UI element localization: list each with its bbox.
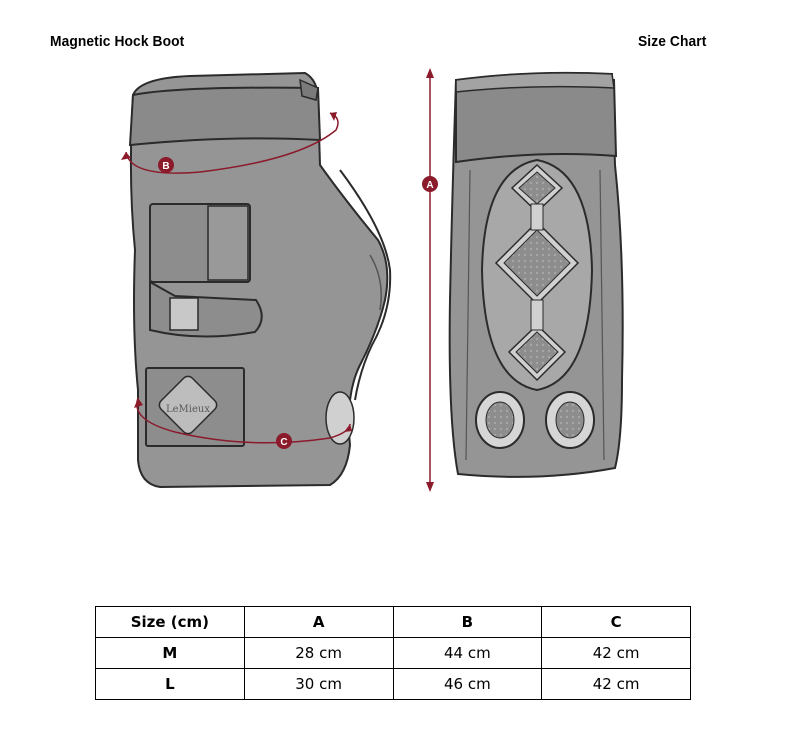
side-view-boot: LeMieux xyxy=(128,71,392,489)
table-row: L 30 cm 46 cm 42 cm xyxy=(95,668,691,700)
measure-b-arc: B xyxy=(121,112,339,174)
svg-text:LeMieux: LeMieux xyxy=(166,404,210,415)
table-cell: 46 cm xyxy=(392,668,543,700)
table-cell: 44 cm xyxy=(392,637,543,669)
svg-text:C: C xyxy=(280,437,287,448)
svg-text:A: A xyxy=(426,180,433,191)
table-header-cell: C xyxy=(541,606,691,638)
size-chart-title: Size Chart xyxy=(638,33,707,50)
product-title: Magnetic Hock Boot xyxy=(50,33,185,50)
table-cell: 42 cm xyxy=(541,668,691,700)
size-table: Size (cm) A B C M 28 cm 44 cm 42 cm L 30… xyxy=(95,606,691,700)
svg-text:B: B xyxy=(162,161,169,172)
side-top-strap xyxy=(128,86,322,147)
measure-a-line: A xyxy=(422,68,438,492)
hock-boot-diagram: LeMieux B C A xyxy=(121,68,624,492)
table-header-cell: Size (cm) xyxy=(95,606,245,638)
table-cell: 28 cm xyxy=(243,637,394,669)
table-row: M 28 cm 44 cm 42 cm xyxy=(95,637,691,669)
back-top-strap xyxy=(455,78,618,164)
table-cell-size: M xyxy=(95,637,245,669)
back-view-boot xyxy=(448,71,624,478)
table-cell-size: L xyxy=(95,668,245,700)
table-cell: 30 cm xyxy=(243,668,394,700)
measure-c-arc: C xyxy=(134,397,352,449)
table-header-cell: B xyxy=(392,606,543,638)
brand-patch: LeMieux xyxy=(158,375,218,435)
table-cell: 42 cm xyxy=(541,637,691,669)
table-header-row: Size (cm) A B C xyxy=(95,606,691,638)
table-header-cell: A xyxy=(243,606,394,638)
